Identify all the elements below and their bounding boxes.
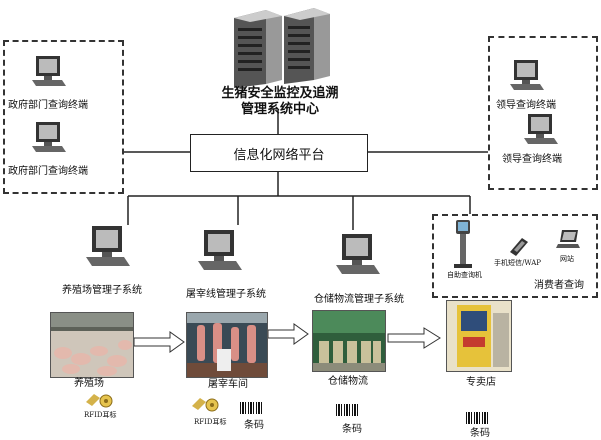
storage-subsystem-label: 仓储物流管理子系统 [314,294,404,305]
center-title-line2: 管理系统中心 [240,102,319,118]
leader-terminals-group [488,36,598,190]
farm-photo [50,312,134,378]
computer-icon [198,230,242,270]
computer-icon [524,114,558,144]
computer-icon [32,122,66,152]
network-platform-box: 信息化网络平台 [190,134,368,172]
farm-stage-label: 养殖场 [74,378,104,389]
gov-terminal-label-2: 政府部门查询终端 [8,166,88,177]
gov-terminal-label-1: 政府部门查询终端 [8,100,88,111]
leader-terminal-label-1: 领导查询终端 [496,100,556,111]
consumer-query-group [432,214,598,298]
barcode-label-1: 条码 [244,420,264,431]
center-title-line1: 生猪安全监控及追溯 [221,86,339,101]
kiosk-label: 自助查询机 [447,271,482,279]
rfid-label-1: RFID耳标 [84,411,117,419]
kiosk-icon [454,220,472,268]
storage-stage-label: 仓储物流 [328,376,368,387]
shop-stage-label: 专卖店 [466,377,496,388]
barcode-label-2: 条码 [342,424,362,435]
leader-terminal-label-2: 领导查询终端 [502,154,562,165]
computer-icon [32,56,66,86]
shop-photo [446,300,512,372]
computer-icon [510,60,544,90]
flow-arrows [133,323,441,353]
barcode-icon [240,402,264,414]
computer-icon [336,234,380,274]
platform-label: 信息化网络平台 [233,147,325,163]
laptop-icon [556,230,580,248]
mobile-phone-icon [510,238,528,256]
barcode-label-3: 条码 [470,428,490,439]
rfid-label-2: RFID耳标 [194,418,227,426]
rfid-tag-icon [192,398,219,412]
slaughter-subsystem-label: 屠宰线管理子系统 [186,289,266,300]
barcode-icon [466,412,490,424]
gov-terminals-group [3,40,124,194]
phone-label: 手机短信/WAP [494,259,541,267]
server-icon [234,8,330,88]
rfid-tag-icon [86,394,113,408]
computer-icon [86,226,130,266]
web-label: 网站 [560,255,574,263]
arrow-storage-shop [387,327,441,349]
arrow-slaughter-storage [267,323,309,345]
farm-subsystem-label: 养殖场管理子系统 [62,285,142,296]
slaughter-photo [186,312,268,378]
storage-photo [312,310,386,372]
consumer-query-title: 消费者查询 [534,280,584,291]
arrow-farm-slaughter [133,331,185,353]
slaughter-stage-label: 屠宰车间 [208,379,248,390]
barcode-icon [336,404,360,416]
center-title: 生猪安全监控及追溯 管理系统中心 [205,86,355,119]
